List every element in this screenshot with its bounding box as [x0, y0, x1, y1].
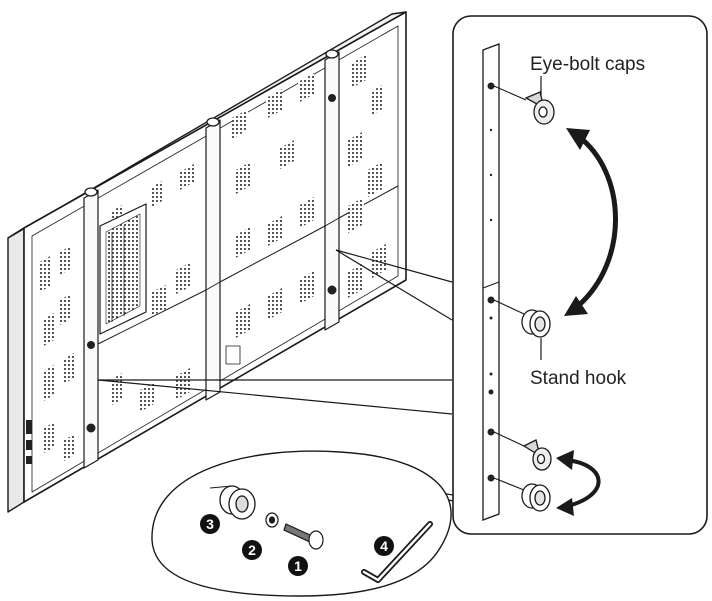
parts-bubble: 1 2 3 4	[151, 450, 452, 597]
eye-bolt-cap-lower-icon	[522, 439, 552, 471]
part-number-2: 2	[248, 542, 256, 558]
bolt-part-icon	[283, 523, 324, 550]
stand-hook-part-icon	[209, 485, 256, 520]
rail-holes	[487, 82, 495, 482]
side-connectors	[26, 420, 32, 464]
rail-hooks	[86, 94, 337, 433]
stand-hook-lower-icon	[521, 483, 551, 512]
eye-bolt-caps-label: Eye-bolt caps	[530, 54, 645, 75]
detail-panel: Eye-bolt caps Stand hook	[452, 15, 708, 535]
display-side-edge	[7, 227, 25, 513]
rail-strip	[482, 43, 500, 521]
eye-bolt-cap-icon	[524, 91, 555, 125]
part-badge-4: 4	[374, 536, 394, 556]
label-plate	[225, 345, 241, 365]
control-box	[99, 203, 147, 335]
swap-arrow-lower-icon	[556, 450, 601, 516]
callout-wedge-upper	[335, 249, 453, 321]
swap-arrow-upper-icon	[564, 128, 618, 316]
stand-hook-icon	[521, 309, 551, 338]
display-rear-view	[7, 11, 407, 513]
part-badge-1: 1	[288, 556, 308, 576]
washer-part-icon	[265, 512, 279, 528]
part-number-4: 4	[380, 538, 388, 554]
part-badge-2: 2	[242, 540, 262, 560]
part-badge-3: 3	[200, 514, 220, 534]
eye-bolts-top	[84, 49, 339, 197]
part-number-3: 3	[206, 516, 214, 532]
hex-key-part-icon	[361, 521, 433, 583]
part-number-1: 1	[294, 558, 302, 574]
stand-hook-label: Stand hook	[530, 368, 627, 389]
